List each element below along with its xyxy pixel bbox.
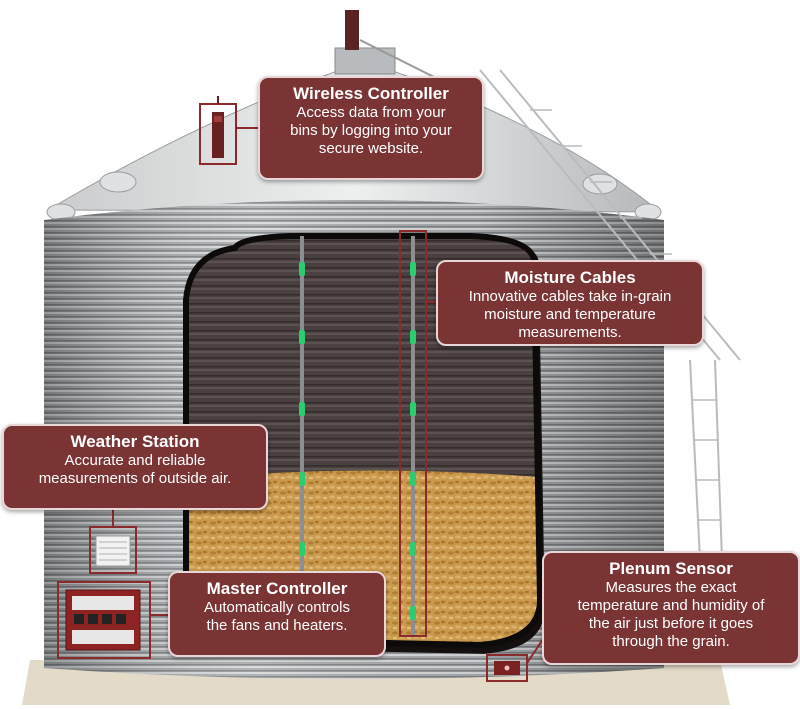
weather-station-callout: Weather Station Accurate and reliable me…: [2, 424, 268, 510]
callout-title: Weather Station: [70, 432, 200, 451]
callout-description: Measures the exact temperature and humid…: [577, 579, 765, 650]
master-controller-device: [57, 581, 151, 659]
plenum-sensor-device: [486, 654, 528, 682]
weather-station-device: [89, 526, 137, 574]
callout-title: Wireless Controller: [293, 84, 449, 103]
master-controller-callout: Master Controller Automatically controls…: [168, 571, 386, 657]
moisture-cable-right: [399, 230, 427, 637]
wireless-controller-device: [199, 96, 237, 165]
callout-title: Plenum Sensor: [609, 559, 733, 578]
callout-description: Accurate and reliable measurements of ou…: [38, 452, 232, 487]
plenum-sensor-callout: Plenum Sensor Measures the exact tempera…: [542, 551, 800, 665]
callout-description: Automatically controls the fans and heat…: [204, 599, 350, 634]
moisture-cable-highlight: [399, 230, 427, 637]
moisture-cables-callout: Moisture Cables Innovative cables take i…: [436, 260, 704, 346]
callout-description: Innovative cables take in-grain moisture…: [468, 288, 672, 341]
wireless-controller-callout: Wireless Controller Access data from you…: [258, 76, 484, 180]
callout-title: Moisture Cables: [504, 268, 636, 287]
callout-description: Access data from your bins by logging in…: [290, 104, 452, 157]
callout-title: Master Controller: [206, 579, 348, 598]
